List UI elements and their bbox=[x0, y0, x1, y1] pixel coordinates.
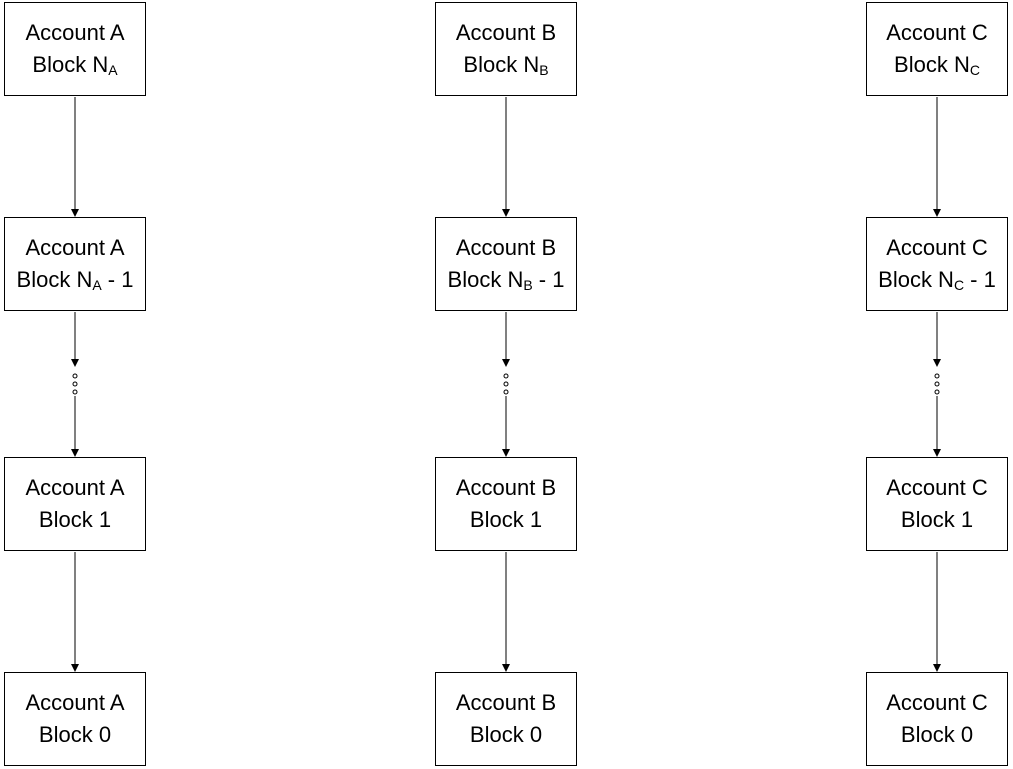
block-label: Block NC - 1 bbox=[878, 267, 996, 293]
block-label: Block 0 bbox=[38, 722, 112, 747]
block-label: Block 0 bbox=[900, 722, 974, 747]
block-label: Block NB bbox=[463, 52, 549, 78]
block-label: Block 0 bbox=[469, 722, 543, 747]
account-label: Account B bbox=[455, 475, 557, 500]
account-b-block-nb-minus-1: Account B Block NB - 1 bbox=[435, 217, 577, 311]
block-label: Block NA bbox=[32, 52, 118, 78]
block-label: Block 1 bbox=[900, 507, 974, 532]
account-b-block-1: Account B Block 1 bbox=[435, 457, 577, 551]
ellipsis-dot-c-2 bbox=[934, 381, 940, 387]
account-a-block-na-minus-1: Account A Block NA - 1 bbox=[4, 217, 146, 311]
ellipsis-dot-b-1 bbox=[503, 373, 509, 379]
ellipsis-dot-b-3 bbox=[503, 389, 509, 395]
account-b-block-nb: Account B Block NB bbox=[435, 2, 577, 96]
account-label: Account B bbox=[455, 20, 557, 45]
account-c-block-nc-minus-1: Account C Block NC - 1 bbox=[866, 217, 1008, 311]
account-label: Account A bbox=[25, 235, 125, 260]
block-label: Block NB - 1 bbox=[447, 267, 565, 293]
account-a-block-na: Account A Block NA bbox=[4, 2, 146, 96]
ellipsis-dot-a-1 bbox=[72, 373, 78, 379]
account-label: Account C bbox=[886, 475, 988, 500]
account-label: Account B bbox=[455, 690, 557, 715]
account-label: Account C bbox=[886, 690, 988, 715]
ellipsis-dot-c-1 bbox=[934, 373, 940, 379]
account-c-block-0: Account C Block 0 bbox=[866, 672, 1008, 766]
block-label: Block NA - 1 bbox=[16, 267, 134, 293]
account-c-block-1: Account C Block 1 bbox=[866, 457, 1008, 551]
account-label: Account A bbox=[25, 20, 125, 45]
account-a-block-1: Account A Block 1 bbox=[4, 457, 146, 551]
ellipsis-dot-a-3 bbox=[72, 389, 78, 395]
block-label: Block 1 bbox=[38, 507, 112, 532]
account-b-block-0: Account B Block 0 bbox=[435, 672, 577, 766]
ellipsis-dot-b-2 bbox=[503, 381, 509, 387]
account-label: Account C bbox=[886, 20, 988, 45]
account-label: Account B bbox=[455, 235, 557, 260]
account-label: Account C bbox=[886, 235, 988, 260]
block-label: Block 1 bbox=[469, 507, 543, 532]
ellipsis-dot-a-2 bbox=[72, 381, 78, 387]
account-label: Account A bbox=[25, 475, 125, 500]
account-c-block-nc: Account C Block NC bbox=[866, 2, 1008, 96]
account-label: Account A bbox=[25, 690, 125, 715]
block-label: Block NC bbox=[894, 52, 980, 78]
account-a-block-0: Account A Block 0 bbox=[4, 672, 146, 766]
ellipsis-dot-c-3 bbox=[934, 389, 940, 395]
